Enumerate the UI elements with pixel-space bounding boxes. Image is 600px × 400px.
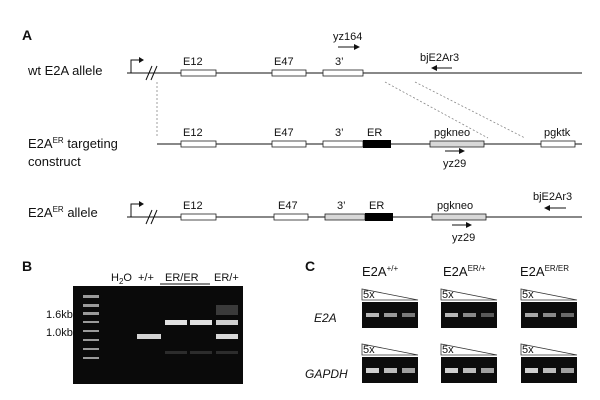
er-e47-label: E47 (278, 200, 298, 212)
row-label-e2a: E2A (314, 311, 337, 325)
er-pgkneo (431, 213, 487, 221)
primer-yz164-arrow (338, 44, 360, 50)
gel-ladder (83, 295, 99, 359)
dilution-label-r2c2: 5x (442, 344, 454, 356)
wt-promoter-arrowhead (139, 57, 144, 63)
er-primer-bje2ar3-arrow (544, 205, 566, 211)
construct-label-line1: E2AER targeting (28, 136, 118, 151)
dilution-triangles-row1 (361, 288, 578, 301)
er-allele-map (127, 201, 582, 225)
er-exon-3prime (324, 213, 366, 221)
panel-a-label: A (22, 27, 32, 43)
gel-band-erplus-lower (216, 334, 238, 339)
col-header-erer: E2AER/ER (520, 264, 569, 279)
wt-allele-label: wt E2A allele (27, 63, 102, 78)
gel-strip-gapdh-wt (362, 357, 418, 383)
er-primer-yz29-arrow (452, 222, 472, 228)
wt-e47-label: E47 (274, 56, 294, 68)
wt-allele-map (127, 57, 582, 81)
gel-faint-band-3 (216, 351, 238, 354)
construct-primer-yz29-label: yz29 (443, 158, 466, 170)
construct-pgkneo (429, 140, 485, 148)
construct-e47-label: E47 (274, 127, 294, 139)
dilution-label-r1c2: 5x (442, 289, 454, 301)
er-promoter-arrow (130, 203, 139, 217)
gel-band-erer-2 (190, 320, 212, 325)
construct-er-block (363, 140, 391, 148)
panel-b-label: B (22, 258, 32, 274)
gel-strip-e2a-wt (362, 302, 418, 328)
wt-promoter-arrow (130, 59, 139, 73)
construct-e12-label: E12 (183, 127, 203, 139)
construct-pgkneo-label: pgkneo (434, 127, 470, 139)
er-allele-label: E2AER allele (28, 205, 98, 220)
construct-pgktk (540, 140, 576, 148)
lane-wt-label: +/+ (138, 272, 154, 284)
er-primer-bje2ar3-label: bjE2Ar3 (533, 191, 572, 203)
er-primer-yz29-label: yz29 (452, 232, 475, 244)
construct-exon-e12 (180, 140, 217, 148)
col-header-wt: E2A+/+ (362, 264, 398, 279)
gel-image (73, 286, 243, 384)
wt-e12-label: E12 (183, 56, 203, 68)
dilution-triangles-row2 (361, 343, 578, 356)
marker-1-6kb-label: 1.6kb (46, 309, 73, 321)
construct-map (157, 140, 582, 148)
er-er-label: ER (369, 200, 384, 212)
er-exon-e47 (273, 213, 309, 221)
homology-lines (156, 81, 526, 139)
primer-bje2ar3-label: bjE2Ar3 (420, 52, 459, 64)
dilution-label-r2c1: 5x (363, 344, 375, 356)
wt-exon-e47 (271, 69, 307, 77)
er-break-mark-1 (145, 209, 153, 225)
gel-smear-erplus (216, 305, 238, 315)
gel-band-erplus-upper (216, 320, 238, 325)
wt-break-mark-2 (150, 65, 158, 81)
construct-primer-yz29-arrow (445, 148, 465, 154)
wt-break-mark-1 (145, 65, 153, 81)
gel-band-erer-1 (165, 320, 187, 325)
panel-c-label: C (305, 258, 315, 274)
primer-bje2ar3-arrow (431, 65, 452, 71)
er-e12-label: E12 (183, 200, 203, 212)
gel-faint-band-2 (190, 351, 212, 354)
er-exon-e12 (180, 213, 217, 221)
wt-exon-3prime (322, 69, 364, 77)
gel-band-wt (137, 334, 161, 339)
lane-h2o-label: H2O (111, 272, 132, 286)
gel-strip-gapdh-erplus (441, 357, 497, 383)
er-er-block (365, 213, 393, 221)
construct-3prime-label: 3’ (335, 127, 344, 139)
gel-strip-e2a-erplus (441, 302, 497, 328)
er-3prime-label: 3’ (337, 200, 346, 212)
wt-3prime-label: 3’ (335, 56, 344, 68)
construct-exon-3prime (322, 140, 364, 148)
row-label-gapdh: GAPDH (305, 367, 348, 381)
er-pgkneo-label: pgkneo (437, 200, 473, 212)
gel-faint-band-1 (165, 351, 187, 354)
er-break-mark-2 (150, 209, 158, 225)
lane-erer-label: ER/ER (165, 272, 199, 284)
construct-exon-e47 (271, 140, 307, 148)
er-promoter-arrowhead (139, 201, 144, 207)
col-header-erplus: E2AER/+ (443, 264, 486, 279)
gel-strip-gapdh-erer (521, 357, 577, 383)
wt-exon-e12 (180, 69, 217, 77)
dilution-label-r1c1: 5x (363, 289, 375, 301)
dilution-label-r1c3: 5x (522, 289, 534, 301)
construct-pgktk-label: pgktk (544, 127, 571, 139)
marker-1-0kb-label: 1.0kb (46, 327, 73, 339)
lane-erplus-label: ER/+ (214, 272, 239, 284)
primer-yz164-label: yz164 (333, 31, 362, 43)
dilution-label-r2c3: 5x (522, 344, 534, 356)
construct-label-line2: construct (28, 154, 81, 169)
gel-strip-e2a-erer (521, 302, 577, 328)
construct-er-label: ER (367, 127, 382, 139)
